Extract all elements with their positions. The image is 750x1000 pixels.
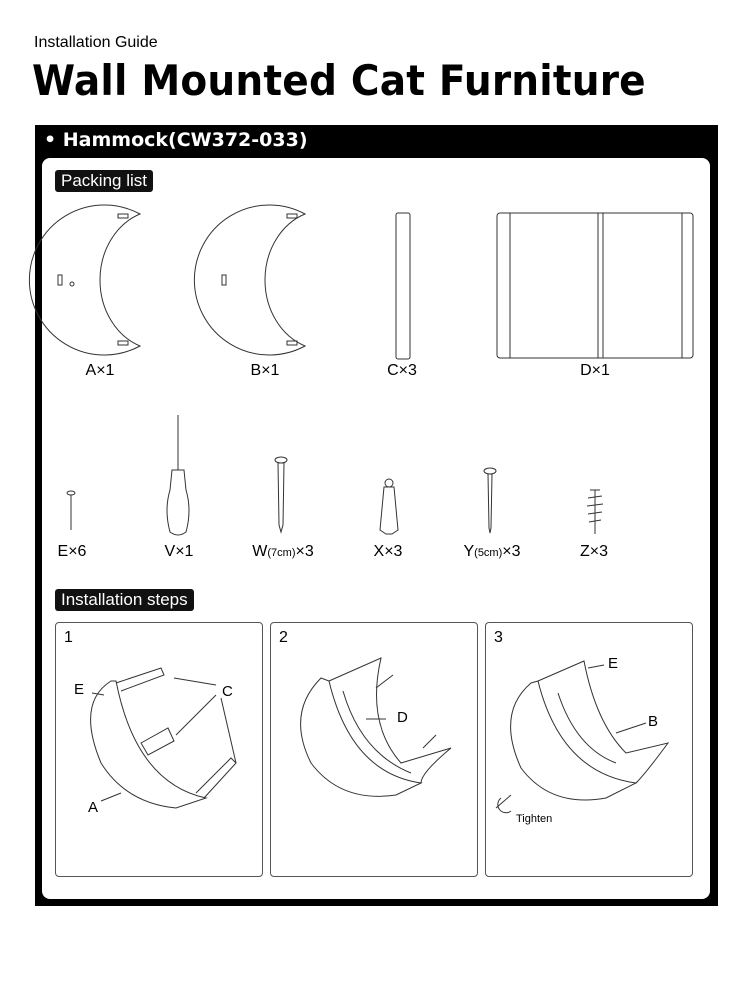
hardware-size: (7cm) <box>267 547 296 559</box>
screw-w-image <box>274 456 288 534</box>
callout-e: E <box>608 655 619 672</box>
callout-a: A <box>88 799 99 816</box>
packing-list-tag: Packing list <box>55 170 153 192</box>
hardware-x-label: X×3 <box>338 543 438 561</box>
callout-e: E <box>74 681 85 698</box>
hardware-illustrations <box>66 415 604 536</box>
guide-subtitle: Installation Guide <box>34 34 158 51</box>
hardware-y-label: Y(5cm)×3 <box>442 543 542 561</box>
part-d-image <box>496 212 694 359</box>
callout-c: C <box>222 683 233 700</box>
part-d-label: D×1 <box>545 362 645 380</box>
part-name: B <box>250 362 262 379</box>
hardware-size: (5cm) <box>474 547 503 559</box>
part-qty: ×1 <box>591 362 610 379</box>
part-qty: ×3 <box>398 362 417 379</box>
hardware-name: Z <box>579 543 590 560</box>
parts-illustrations <box>28 204 694 360</box>
callout-b: B <box>648 713 659 730</box>
step-2-diagram <box>300 657 452 797</box>
hardware-name: W <box>252 543 268 560</box>
part-name: C <box>387 362 399 379</box>
step-1-diagram <box>90 667 237 809</box>
part-b-image <box>193 204 307 356</box>
step-3-diagram <box>495 660 670 814</box>
hardware-e-label: E×6 <box>22 543 122 561</box>
step-2-panel: 2 D <box>270 622 478 877</box>
part-qty: ×1 <box>261 362 280 379</box>
screw-e-image <box>66 490 76 530</box>
part-a-label: A×1 <box>50 362 150 380</box>
part-b-label: B×1 <box>215 362 315 380</box>
tighten-callout: Tighten <box>516 813 553 825</box>
step-3-panel: 3 E B Tighten <box>485 622 693 877</box>
hardware-qty: ×3 <box>502 543 521 560</box>
page-title: Wall Mounted Cat Furniture <box>32 56 646 105</box>
hardware-name: X <box>373 543 385 560</box>
part-c-image <box>395 212 411 360</box>
hardware-qty: ×6 <box>68 543 87 560</box>
hardware-z-label: Z×3 <box>544 543 644 561</box>
callout-d: D <box>397 709 408 726</box>
step-number: 3 <box>494 629 503 646</box>
section-title: • Hammock(CW372-033) <box>44 129 308 151</box>
step-number: 2 <box>279 629 288 646</box>
hardware-name: V <box>164 543 176 560</box>
part-a-image <box>28 204 142 356</box>
step-number: 1 <box>64 629 73 646</box>
hardware-name: E <box>57 543 69 560</box>
part-qty: ×1 <box>96 362 115 379</box>
step-1-panel: 1 E C A <box>55 622 263 877</box>
hardware-w-label: W(7cm)×3 <box>233 543 333 561</box>
hardware-qty: ×1 <box>175 543 194 560</box>
part-name: A <box>85 362 97 379</box>
part-name: D <box>580 362 592 379</box>
screw-y-image <box>483 467 497 534</box>
hardware-qty: ×3 <box>384 543 403 560</box>
anchor-x-image <box>379 478 399 535</box>
part-c-label: C×3 <box>352 362 452 380</box>
hardware-name: Y <box>463 543 475 560</box>
anchor-z-image <box>586 489 604 534</box>
hardware-qty: ×3 <box>589 543 609 560</box>
installation-steps-tag: Installation steps <box>55 589 194 611</box>
screwdriver-v-image <box>166 415 190 536</box>
hardware-qty: ×3 <box>295 543 314 560</box>
hardware-v-label: V×1 <box>129 543 229 561</box>
